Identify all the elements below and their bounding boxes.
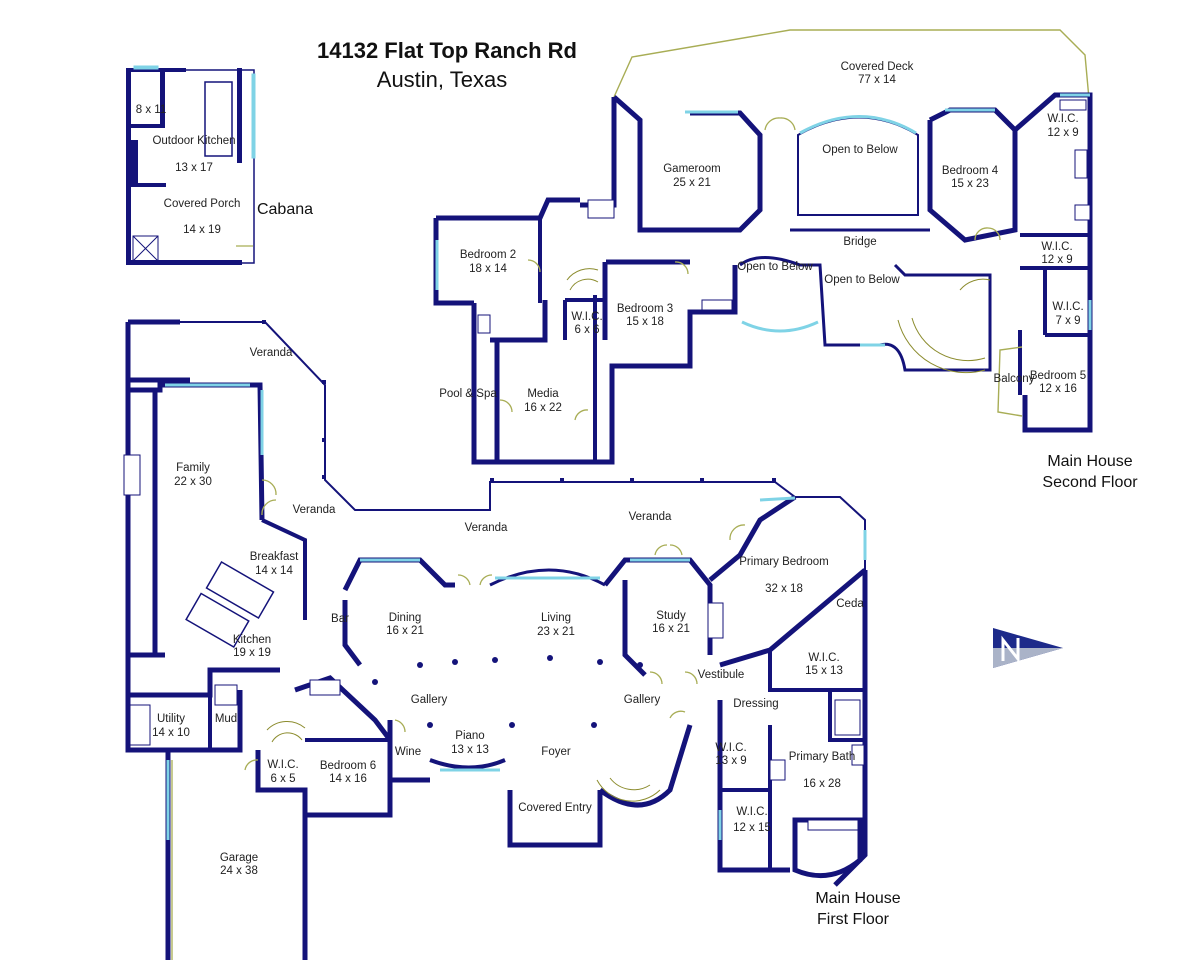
- room-label: Media: [527, 388, 559, 400]
- cabana-label: Cabana: [257, 201, 313, 218]
- room-dims: 15 x 23: [951, 178, 989, 190]
- room-label: Bar: [331, 613, 349, 625]
- room-label: Mud: [215, 713, 237, 725]
- room-label: Bedroom 4: [942, 165, 999, 177]
- room-dims: 15 x 13: [805, 665, 843, 677]
- room-label: Piano: [455, 730, 484, 742]
- room-label: Open to Below: [822, 144, 898, 156]
- room-dims: 6 x 5: [271, 773, 296, 785]
- room-label: Open to Below: [737, 261, 813, 273]
- room-label: Vestibule: [698, 669, 745, 681]
- room-label: Pool & Spa: [439, 388, 497, 400]
- room-label: W.I.C.: [1041, 241, 1072, 253]
- room-label: Ceda: [836, 598, 864, 610]
- room-dims: 14 x 14: [255, 565, 293, 577]
- city-subtitle: Austin, Texas: [377, 67, 507, 92]
- room-dims: 16 x 21: [652, 623, 690, 635]
- room-label: Veranda: [250, 347, 293, 359]
- room-dims: 12 x 9: [1041, 254, 1072, 266]
- room-dims: 14 x 19: [183, 224, 221, 236]
- room-label: W.I.C.: [715, 742, 746, 754]
- room-dims: 22 x 30: [174, 476, 212, 488]
- second-floor-plan: [433, 29, 1093, 465]
- room-label: Veranda: [293, 504, 336, 516]
- room-label: Bedroom 6: [320, 760, 376, 772]
- room-label: Covered Deck: [841, 61, 914, 73]
- room-label: Garage: [220, 852, 258, 864]
- room-dims: 6 x 6: [575, 324, 600, 336]
- room-dims: 77 x 14: [858, 74, 896, 86]
- room-label: Balcony: [994, 373, 1035, 385]
- room-label: Bedroom 5: [1030, 370, 1086, 382]
- room-label: Study: [656, 610, 686, 622]
- room-label: Outdoor Kitchen: [152, 135, 235, 147]
- section-label: Main House: [815, 890, 900, 907]
- room-label: Dining: [389, 612, 422, 624]
- room-label: W.I.C.: [267, 759, 298, 771]
- room-label: Bedroom 3: [617, 303, 673, 315]
- section-label: Second Floor: [1042, 474, 1138, 491]
- room-label: W.I.C.: [808, 652, 839, 664]
- room-label: W.I.C.: [736, 806, 767, 818]
- room-dims: 23 x 21: [537, 626, 575, 638]
- room-dims: 12 x 16: [1039, 383, 1077, 395]
- room-dims: 13 x 13: [451, 744, 489, 756]
- room-dims: 13 x 17: [175, 162, 213, 174]
- first-floor-plan: [123, 319, 868, 960]
- room-dims: 16 x 21: [386, 625, 424, 637]
- room-label: Living: [541, 612, 571, 624]
- section-label: Main House: [1047, 453, 1132, 470]
- room-dims: 16 x 22: [524, 402, 562, 414]
- room-label: Covered Entry: [518, 802, 592, 814]
- room-label: Bridge: [843, 236, 876, 248]
- section-label: First Floor: [817, 911, 890, 928]
- room-dims: 25 x 21: [673, 177, 711, 189]
- north-arrow-icon: [993, 628, 1063, 668]
- room-dims: 13 x 9: [715, 755, 746, 767]
- room-dims: 12 x 9: [1047, 127, 1078, 139]
- room-dims: 18 x 14: [469, 263, 507, 275]
- room-label: Veranda: [629, 511, 672, 523]
- room-label: Veranda: [465, 522, 508, 534]
- address-title: 14132 Flat Top Ranch Rd: [317, 38, 577, 63]
- room-dims: 12 x 15: [733, 822, 771, 834]
- room-label: Bedroom 2: [460, 249, 516, 261]
- room-dims: 16 x 28: [803, 778, 841, 790]
- room-label: W.I.C.: [1052, 301, 1083, 313]
- room-dims: 14 x 10: [152, 727, 190, 739]
- room-label: Family: [176, 462, 210, 474]
- room-dims: 32 x 18: [765, 583, 803, 595]
- room-dims: 15 x 18: [626, 316, 664, 328]
- room-label: Wine: [395, 746, 421, 758]
- room-label: Dressing: [733, 698, 778, 710]
- room-label: 8 x 11: [136, 104, 166, 116]
- room-label: Gallery: [624, 694, 661, 706]
- room-label: Foyer: [541, 746, 571, 758]
- room-dims: 14 x 16: [329, 773, 367, 785]
- room-label: Gallery: [411, 694, 448, 706]
- cabana-plan: [126, 65, 256, 265]
- room-label: Gameroom: [663, 163, 721, 175]
- room-dims: 19 x 19: [233, 647, 271, 659]
- room-label: Covered Porch: [164, 198, 241, 210]
- room-label: Utility: [157, 713, 185, 725]
- room-label: Breakfast: [250, 551, 299, 563]
- room-dims: 7 x 9: [1056, 315, 1081, 327]
- room-dims: 24 x 38: [220, 865, 258, 877]
- room-label: Primary Bedroom: [739, 556, 828, 568]
- room-label: W.I.C.: [571, 311, 602, 323]
- room-label: Primary Bath: [789, 751, 855, 763]
- room-label: Open to Below: [824, 274, 900, 286]
- room-label: W.I.C.: [1047, 113, 1078, 125]
- room-label: Kitchen: [233, 634, 271, 646]
